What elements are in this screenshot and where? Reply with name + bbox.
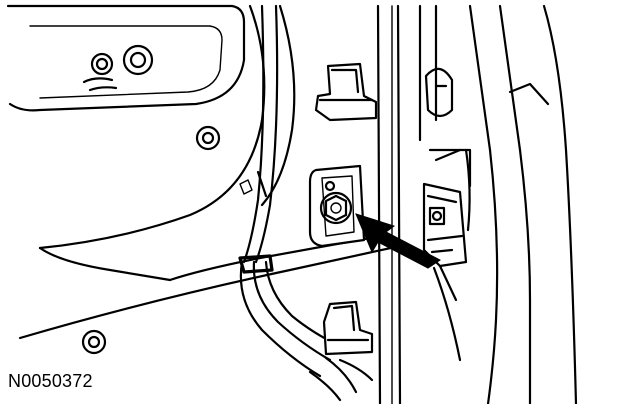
upper-fasteners	[81, 44, 221, 355]
inner-door-panel	[6, 4, 246, 112]
bolt-icon	[319, 180, 353, 225]
lower-fastener	[81, 329, 107, 355]
upper-hinge-bracket	[314, 62, 378, 122]
figure-id-label: N0050372	[8, 371, 93, 391]
lower-hinge-bracket	[322, 300, 374, 356]
arrow-icon	[355, 213, 441, 269]
body-hinge-pillar	[424, 4, 578, 404]
check-striker	[422, 182, 468, 362]
check-arm-plate	[308, 164, 366, 248]
panel-tabs	[239, 170, 268, 198]
door-pillar	[376, 4, 438, 404]
